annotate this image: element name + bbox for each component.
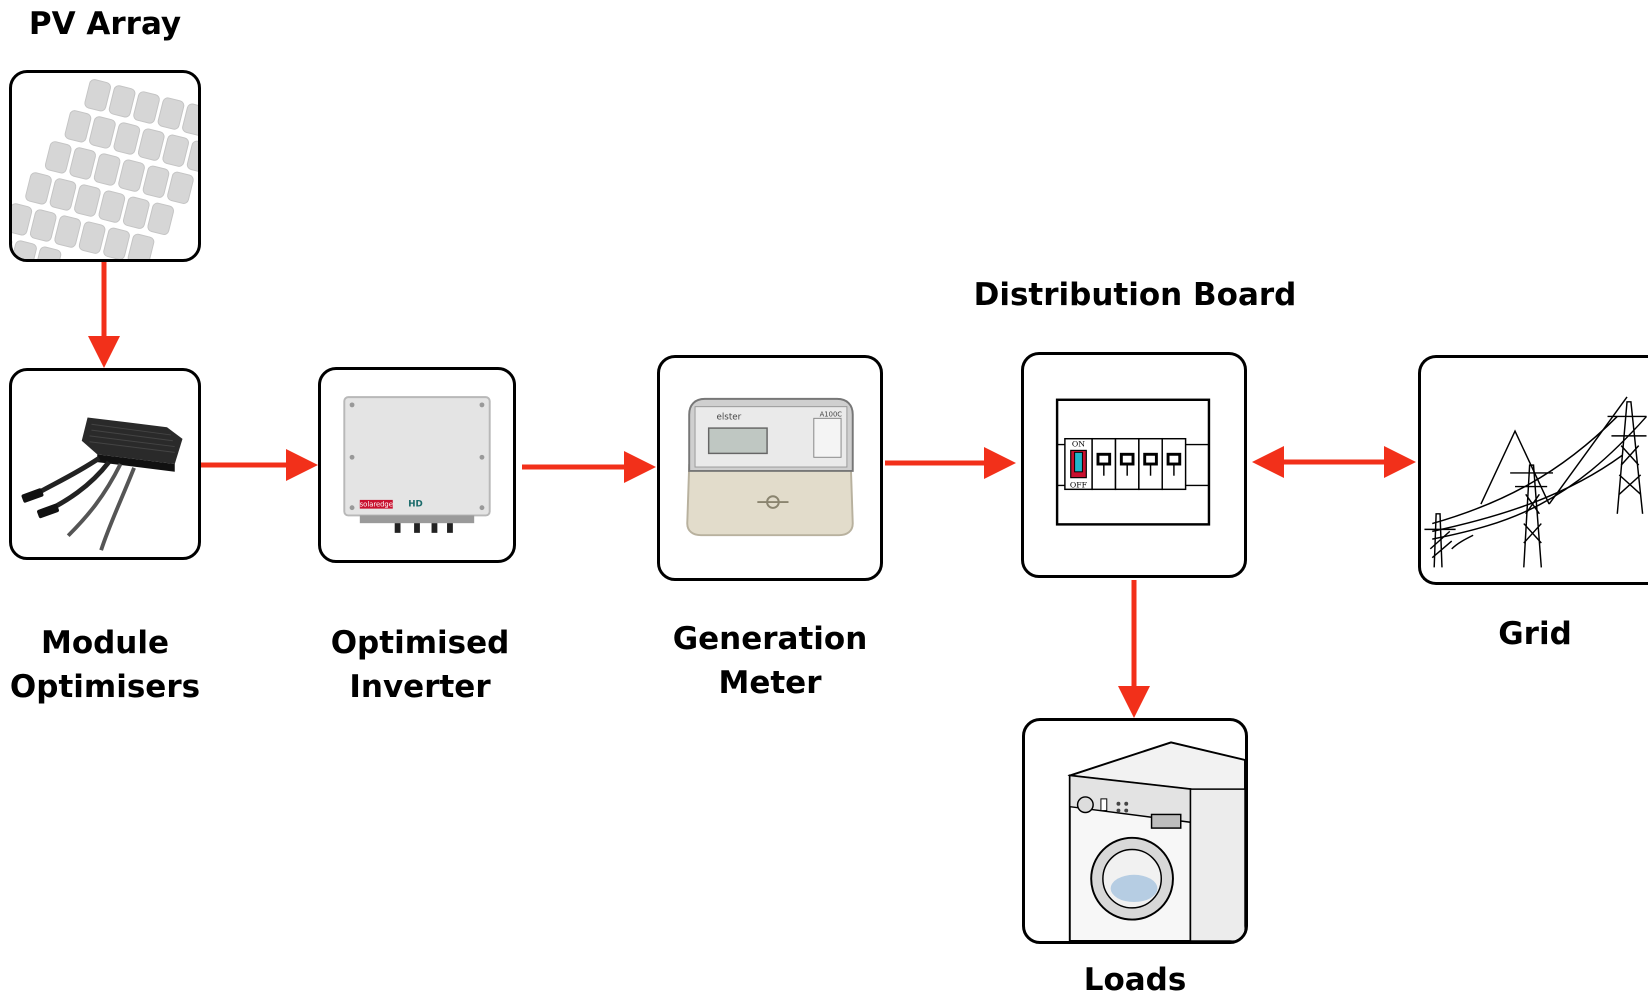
arrow-distribution-to-loads xyxy=(1118,580,1150,718)
optimised-inverter-label: Optimised Inverter xyxy=(310,621,530,709)
arrow-pv-to-optimisers xyxy=(88,262,120,368)
loads-box xyxy=(1022,718,1248,944)
washing-machine-icon xyxy=(1067,741,1245,941)
module-optimisers-label: Module Optimisers xyxy=(0,621,210,709)
solar-panel-icon xyxy=(12,79,198,259)
distribution-board-label: Distribution Board xyxy=(973,277,1297,313)
meter-brand-text: elster xyxy=(716,412,741,422)
inverter-device-icon: solaredge HD xyxy=(343,396,491,533)
switch-on-text: ON xyxy=(1072,440,1085,449)
module-optimisers-box xyxy=(9,368,201,560)
pv-array-label: PV Array xyxy=(28,6,182,42)
arrow-meter-to-distribution xyxy=(885,447,1016,479)
electricity-meter-icon: elster A100C xyxy=(686,397,854,537)
arrow-distribution-grid-bidirectional xyxy=(1252,446,1416,478)
arrow-optimisers-to-inverter xyxy=(201,449,318,481)
optimised-inverter-label-line2: Inverter xyxy=(349,669,491,705)
generation-meter-box: elster A100C xyxy=(657,355,883,581)
distribution-board-box: ON OFF xyxy=(1021,352,1247,578)
power-pylon-icon xyxy=(1424,396,1648,568)
pv-array-box xyxy=(9,70,201,262)
optimiser-device-icon xyxy=(21,417,183,551)
inverter-badge-text: HD xyxy=(408,500,423,510)
generation-meter-label-line1: Generation xyxy=(672,621,868,657)
grid-label: Grid xyxy=(1498,616,1572,652)
module-optimisers-label-line2: Optimisers xyxy=(9,669,201,705)
optimised-inverter-box: solaredge HD xyxy=(318,367,516,563)
grid-box xyxy=(1418,355,1648,585)
optimised-inverter-label-line1: Optimised xyxy=(330,625,510,661)
meter-model-text: A100C xyxy=(820,410,843,418)
inverter-brand-text: solaredge xyxy=(360,501,393,509)
arrow-inverter-to-meter xyxy=(522,451,656,483)
generation-meter-label: Generation Meter xyxy=(640,617,900,705)
loads-label: Loads xyxy=(1083,962,1187,998)
consumer-unit-icon: ON OFF xyxy=(1055,398,1211,526)
brand-badge-icon xyxy=(359,499,393,509)
module-optimisers-label-line1: Module xyxy=(40,625,170,661)
switch-off-text: OFF xyxy=(1070,480,1088,489)
generation-meter-label-line2: Meter xyxy=(718,665,822,701)
